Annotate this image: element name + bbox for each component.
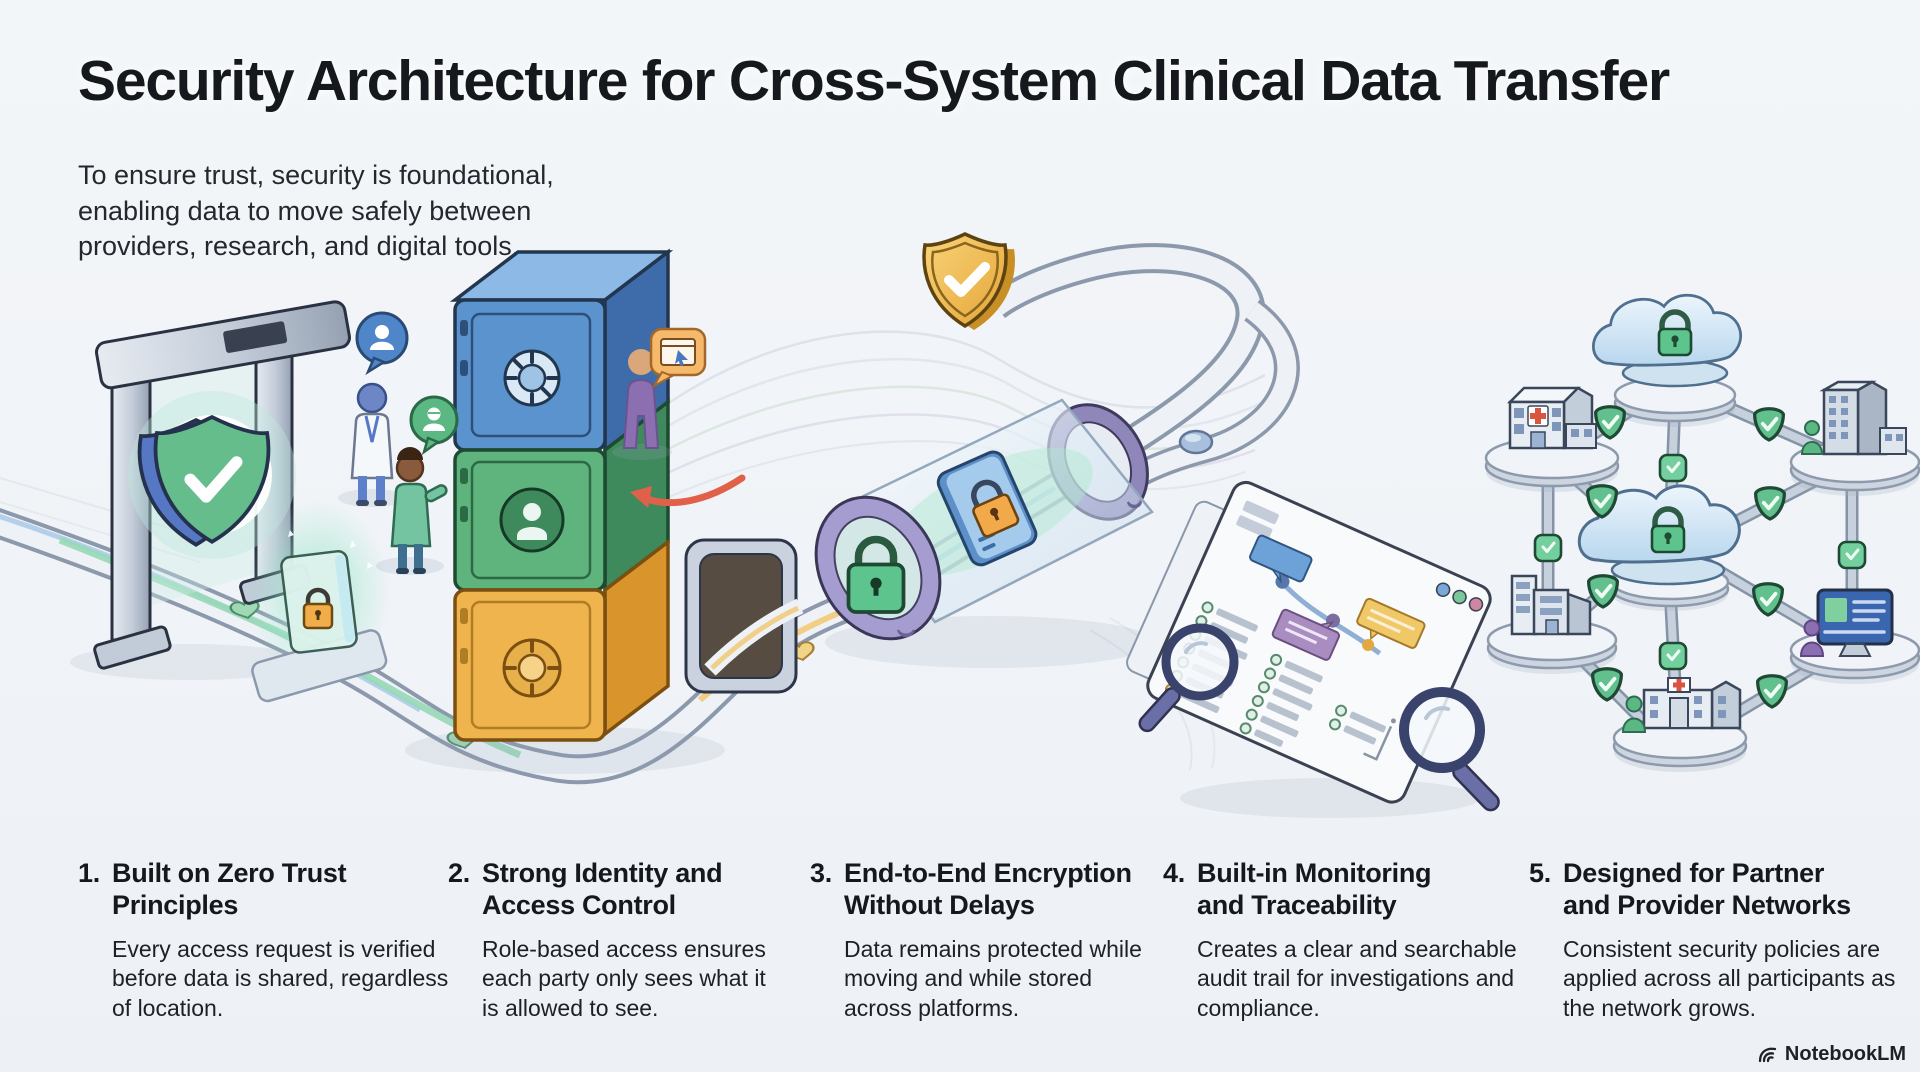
principle-heading: Designed for Partner and Provider Networ… bbox=[1563, 858, 1851, 920]
browser-cursor-bubble-icon bbox=[649, 327, 707, 389]
stacked-vaults bbox=[405, 248, 725, 774]
notebooklm-logo-icon bbox=[1758, 1047, 1777, 1062]
clinic-icon bbox=[1621, 677, 1742, 733]
clinician-green bbox=[376, 395, 459, 575]
partner-network bbox=[1484, 293, 1920, 772]
principle-monitoring: 4. Built-in Monitoring and Traceability … bbox=[1163, 858, 1529, 1023]
padlock-icon bbox=[971, 479, 1020, 538]
audit-dashboard bbox=[1126, 480, 1500, 818]
vault-tunnel-doorway bbox=[684, 538, 804, 694]
principle-body: Data remains protected while moving and … bbox=[844, 935, 1142, 1021]
vault-dial-icon bbox=[502, 638, 562, 698]
principle-networks: 5. Designed for Partner and Provider Net… bbox=[1529, 858, 1905, 1023]
principle-heading: Built-in Monitoring and Traceability bbox=[1197, 858, 1432, 920]
principle-heading: Strong Identity and Access Control bbox=[482, 858, 723, 920]
office-building-icon bbox=[1800, 380, 1907, 456]
building-icon bbox=[1510, 574, 1592, 636]
principle-number: 3. bbox=[810, 858, 832, 888]
patient-figure bbox=[612, 327, 707, 460]
cloud-lock-icon bbox=[1591, 293, 1743, 388]
identity-emblem-icon bbox=[499, 487, 565, 553]
principle-encryption: 3. End-to-End Encryption Without Delays … bbox=[810, 858, 1158, 1023]
person-icon bbox=[1800, 420, 1824, 455]
principle-body: Every access request is verified before … bbox=[112, 935, 449, 1021]
monitor-icon bbox=[1799, 588, 1894, 657]
network-platforms bbox=[1484, 375, 1920, 772]
principles-list: 1. Built on Zero Trust Principles Every … bbox=[0, 858, 1920, 1028]
watermark-label: NotebookLM bbox=[1784, 1043, 1906, 1065]
red-flow-arrow bbox=[630, 474, 746, 508]
green-padlock-icon bbox=[846, 535, 906, 614]
clinician-doctor bbox=[338, 311, 409, 507]
magnifier-icon bbox=[1399, 687, 1500, 812]
principle-body: Creates a clear and searchable audit tra… bbox=[1197, 935, 1517, 1021]
principle-heading: Built on Zero Trust Principles bbox=[112, 858, 347, 920]
vault-dial-icon bbox=[503, 349, 561, 407]
security-gate bbox=[70, 300, 351, 680]
principle-number: 4. bbox=[1163, 858, 1185, 888]
timeline-callout-yellow bbox=[1356, 597, 1426, 649]
principle-body: Role-based access ensures each party onl… bbox=[482, 935, 766, 1021]
timeline-callout-purple bbox=[1271, 608, 1341, 661]
principle-number: 5. bbox=[1529, 858, 1551, 888]
notebooklm-watermark: NotebookLM bbox=[1756, 1043, 1906, 1066]
id-avatar-bubble-icon bbox=[409, 395, 459, 456]
encrypted-transfer-tube bbox=[814, 398, 1155, 668]
shield-check-icon bbox=[137, 414, 271, 547]
principle-zero-trust: 1. Built on Zero Trust Principles Every … bbox=[78, 858, 450, 1023]
security-architecture-illustration bbox=[0, 210, 1920, 872]
doctor-avatar-bubble-icon bbox=[355, 311, 409, 376]
hospital-icon bbox=[1506, 386, 1597, 450]
magnifier-icon bbox=[1138, 623, 1239, 733]
cloud-lock-icon bbox=[1577, 484, 1741, 586]
verified-lock-panel bbox=[246, 500, 390, 703]
principle-heading: End-to-End Encryption Without Delays bbox=[844, 858, 1132, 920]
person-icon bbox=[1799, 619, 1825, 657]
scene-svg bbox=[0, 232, 1920, 818]
person-icon bbox=[1621, 695, 1647, 733]
timeline-callout-blue bbox=[1249, 534, 1313, 584]
padlock-icon bbox=[302, 587, 334, 630]
principle-number: 2. bbox=[448, 858, 470, 888]
data-card-with-lock bbox=[936, 450, 1038, 567]
gold-shield-check-icon bbox=[922, 232, 1015, 330]
path-dome-button bbox=[1178, 429, 1214, 455]
page-title: Security Architecture for Cross-System C… bbox=[78, 49, 1670, 113]
principle-body: Consistent security policies are applied… bbox=[1563, 935, 1896, 1021]
principle-number: 1. bbox=[78, 858, 100, 888]
principle-identity-access: 2. Strong Identity and Access Control Ro… bbox=[448, 858, 784, 1023]
page-subtitle: To ensure trust, security is foundationa… bbox=[78, 160, 554, 262]
